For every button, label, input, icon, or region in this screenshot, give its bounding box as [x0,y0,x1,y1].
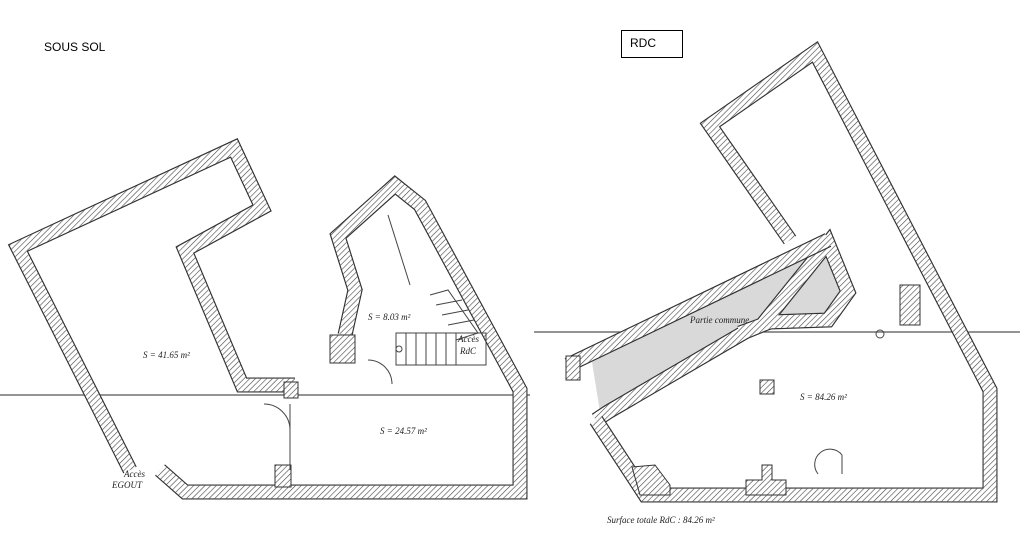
surface-totale-label: Surface totale RdC : 84.26 m² [607,515,715,525]
acces-rdc-label: Accès [457,334,479,344]
rdc-walls [564,40,998,503]
rdc-plan: Partie commune S = 84.26 m² Surface tota… [564,40,998,525]
sous-sol-plan: S = 41.65 m² S = 8.03 m² S = 24.57 m² Ac… [7,138,885,500]
sous-sol-walls [7,138,528,500]
common-area [592,240,848,412]
sous-sol-title: SOUS SOL [44,40,106,54]
room-area-label: S = 8.03 m² [368,312,411,322]
partie-commune-label: Partie commune [689,315,749,325]
acces-egout-label: EGOUT [111,480,143,490]
room-area-label: S = 24.57 m² [380,426,427,436]
acces-egout-label: Accès [123,469,145,479]
rdc-title: RDC [621,30,683,58]
room-area-label: S = 84.26 m² [800,392,847,402]
room-area-label: S = 41.65 m² [143,350,190,360]
acces-rdc-label: RdC [459,346,477,356]
stairs [263,214,885,470]
